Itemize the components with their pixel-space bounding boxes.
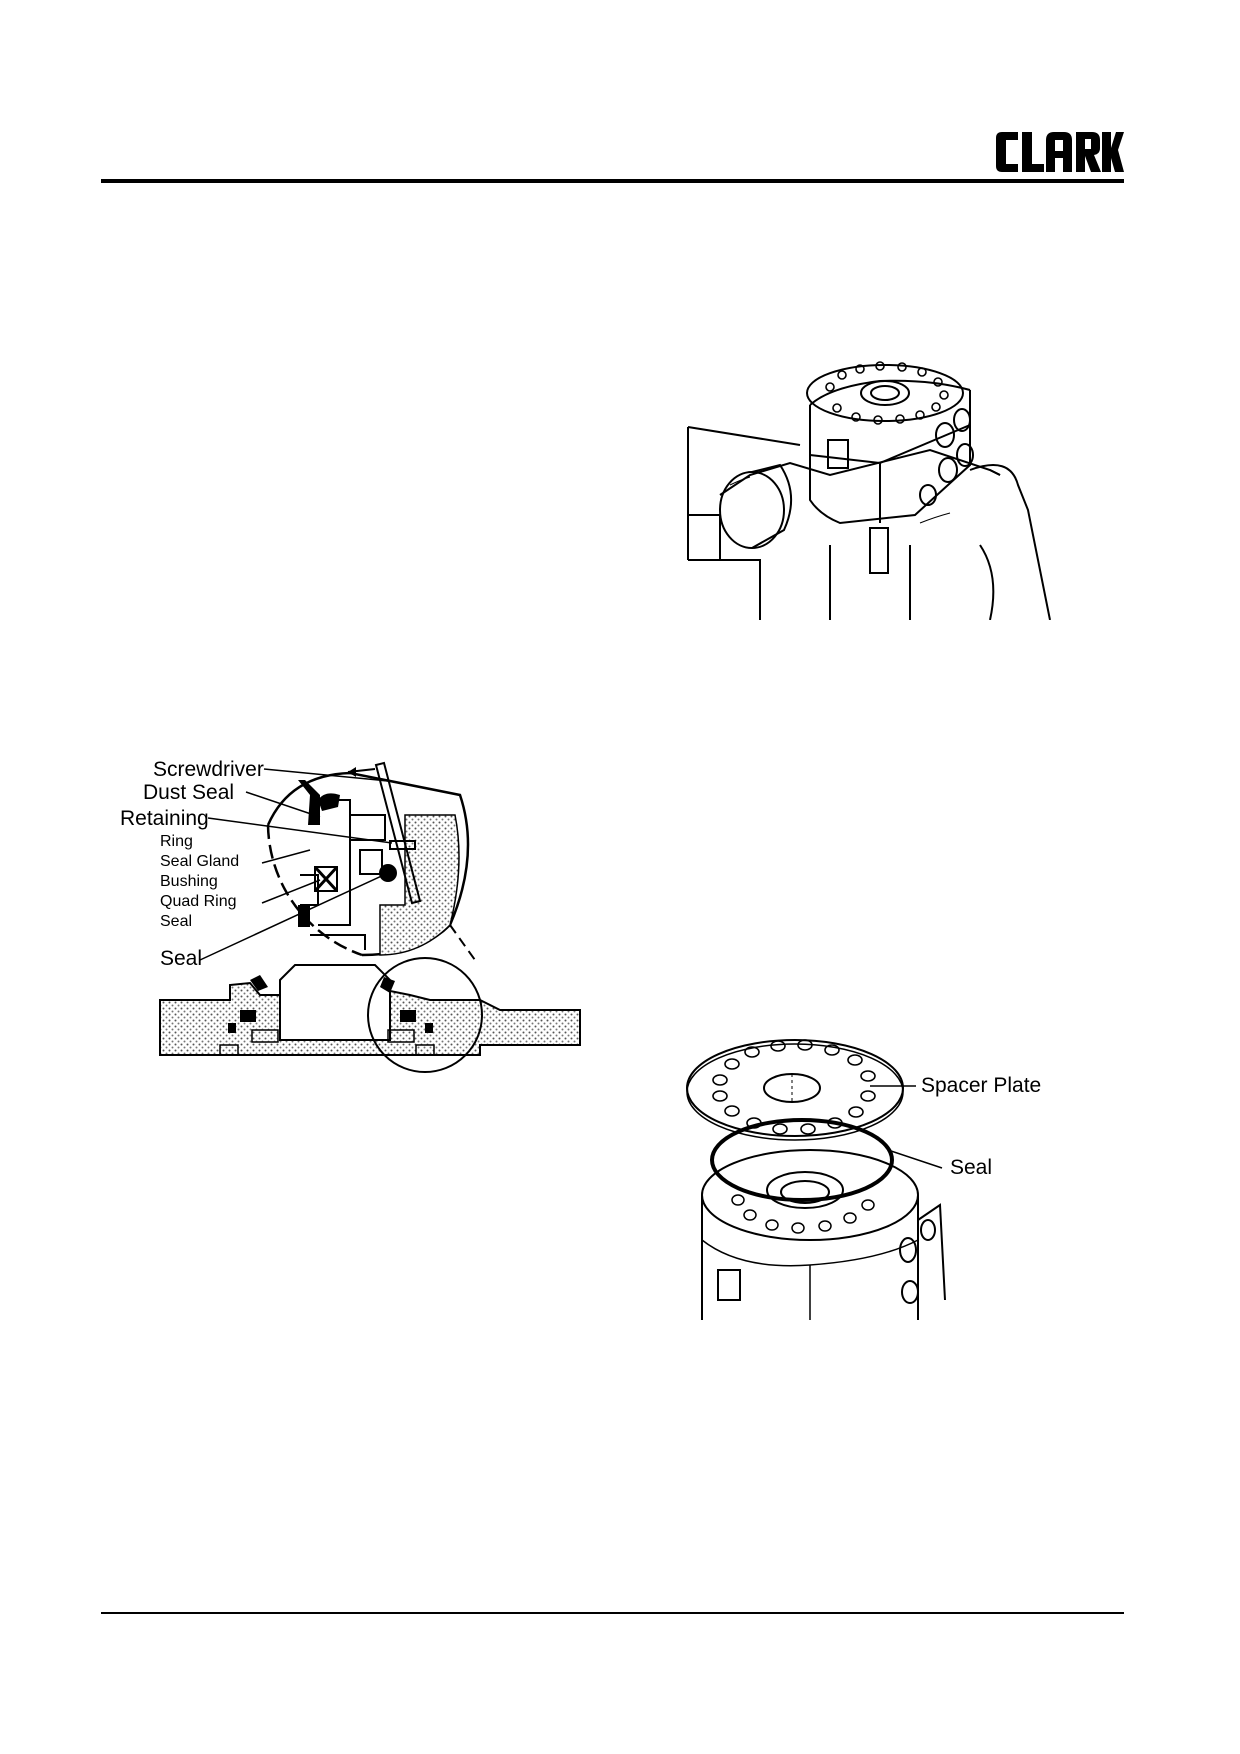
label-screwdriver: Screwdriver xyxy=(153,758,264,781)
seal-cross-section-illustration xyxy=(159,761,581,1073)
label-seal: Seal xyxy=(160,947,203,970)
figure-unit-in-vise xyxy=(680,345,1060,620)
label-bushing: Bushing xyxy=(160,873,218,890)
clark-logo xyxy=(994,128,1124,176)
label-spacer-plate: Spacer Plate xyxy=(921,1074,1042,1097)
header-rule xyxy=(101,179,1124,183)
figure-seal-cross-section xyxy=(150,755,590,1105)
label-dust-seal: Dust Seal xyxy=(143,781,235,804)
footer-rule xyxy=(101,1612,1124,1614)
label-ring: Ring xyxy=(160,833,193,850)
spacer-plate-illustration xyxy=(686,1039,946,1320)
label-seal-gland: Seal Gland xyxy=(160,853,240,870)
figure-spacer-plate xyxy=(680,1030,980,1320)
label-quad-ring: Quad Ring xyxy=(160,893,237,910)
label-spacer-seal: Seal xyxy=(950,1156,993,1179)
clark-logo-mark xyxy=(996,132,1124,172)
label-seal-small: Seal xyxy=(160,913,193,930)
unit-in-vise-illustration xyxy=(687,361,1051,620)
label-retaining: Retaining xyxy=(120,807,209,830)
